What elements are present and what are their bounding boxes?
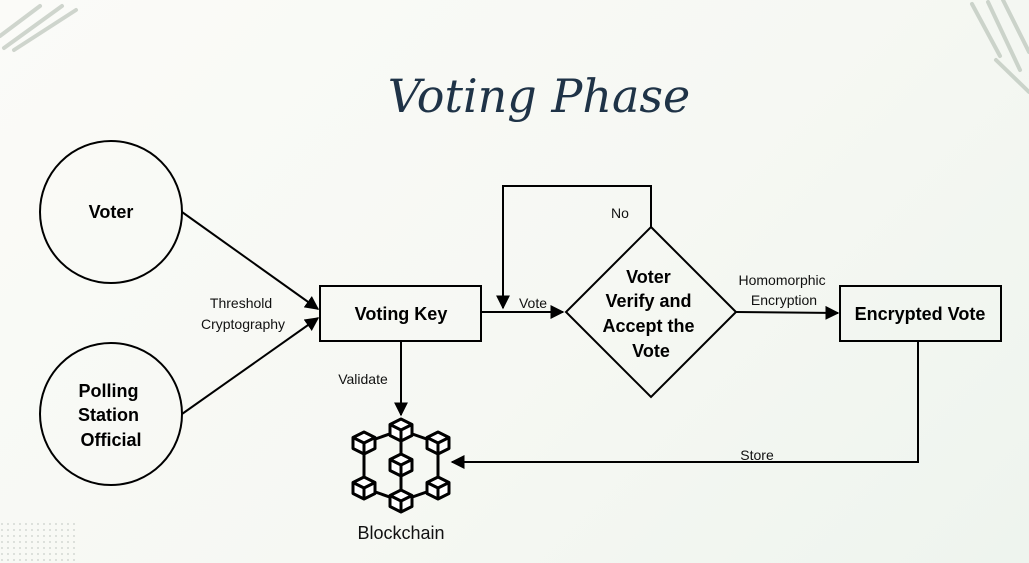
page-title: Voting Phase (388, 69, 690, 123)
threshold-cryptography-label: Threshold Cryptography (201, 295, 285, 332)
blockchain-block-6 (388, 488, 414, 514)
decision-label-line-3: Accept the (602, 316, 694, 336)
homomorphic-encryption-label: Homomorphic Encryption (738, 272, 829, 308)
threshold-label-line-1: Threshold (210, 295, 272, 311)
edge-decision-to-encrypted-vote (735, 305, 840, 320)
decision-label-line-2: Verify and (605, 291, 691, 311)
official-label-line-2: Station (78, 405, 139, 425)
blockchain-block-4 (388, 452, 414, 478)
blockchain-block-1 (351, 430, 377, 456)
decision-label-line-4: Vote (632, 341, 670, 361)
voter-label: Voter (89, 202, 134, 222)
homomorphic-label-line-2: Encryption (751, 292, 817, 308)
edge-voter-to-voting-key (181, 211, 320, 310)
voter-node: Voter (39, 140, 183, 284)
blockchain-icon (351, 417, 451, 514)
verify-decision-label: Voter Verify and Accept the Vote (602, 267, 699, 361)
official-label-line-3: Official (80, 430, 141, 450)
official-label-line-1: Polling (78, 381, 138, 401)
no-edge-label: No (611, 205, 629, 221)
blockchain-block-2 (388, 417, 414, 443)
verify-decision-node: Voter Verify and Accept the Vote (564, 225, 738, 399)
decision-label-line-1: Voter (626, 267, 671, 287)
edge-decision-no-loop (496, 185, 652, 310)
vote-edge-label: Vote (519, 295, 547, 311)
validate-edge-label: Validate (338, 371, 388, 387)
homomorphic-label-line-1: Homomorphic (738, 272, 825, 288)
voting-key-label: Voting Key (355, 304, 448, 324)
polling-station-official-label: Polling Station Official (78, 381, 144, 450)
edge-encrypted-vote-to-blockchain (450, 341, 919, 469)
encrypted-vote-node: Encrypted Vote (839, 285, 1002, 342)
store-edge-label: Store (740, 447, 774, 463)
blockchain-block-5 (351, 475, 377, 501)
blockchain-label: Blockchain (357, 523, 444, 543)
decorative-strokes-top-left (0, 4, 78, 52)
encrypted-vote-label: Encrypted Vote (855, 304, 986, 324)
voting-key-node: Voting Key (319, 285, 482, 342)
polling-station-official-node: Polling Station Official (39, 342, 183, 486)
blockchain-block-7 (425, 475, 451, 501)
decorative-dot-grid (0, 520, 78, 563)
decorative-strokes-top-right (970, 0, 1029, 94)
blockchain-block-3 (425, 430, 451, 456)
threshold-label-line-2: Cryptography (201, 316, 285, 332)
edge-official-to-voting-key (181, 317, 320, 415)
